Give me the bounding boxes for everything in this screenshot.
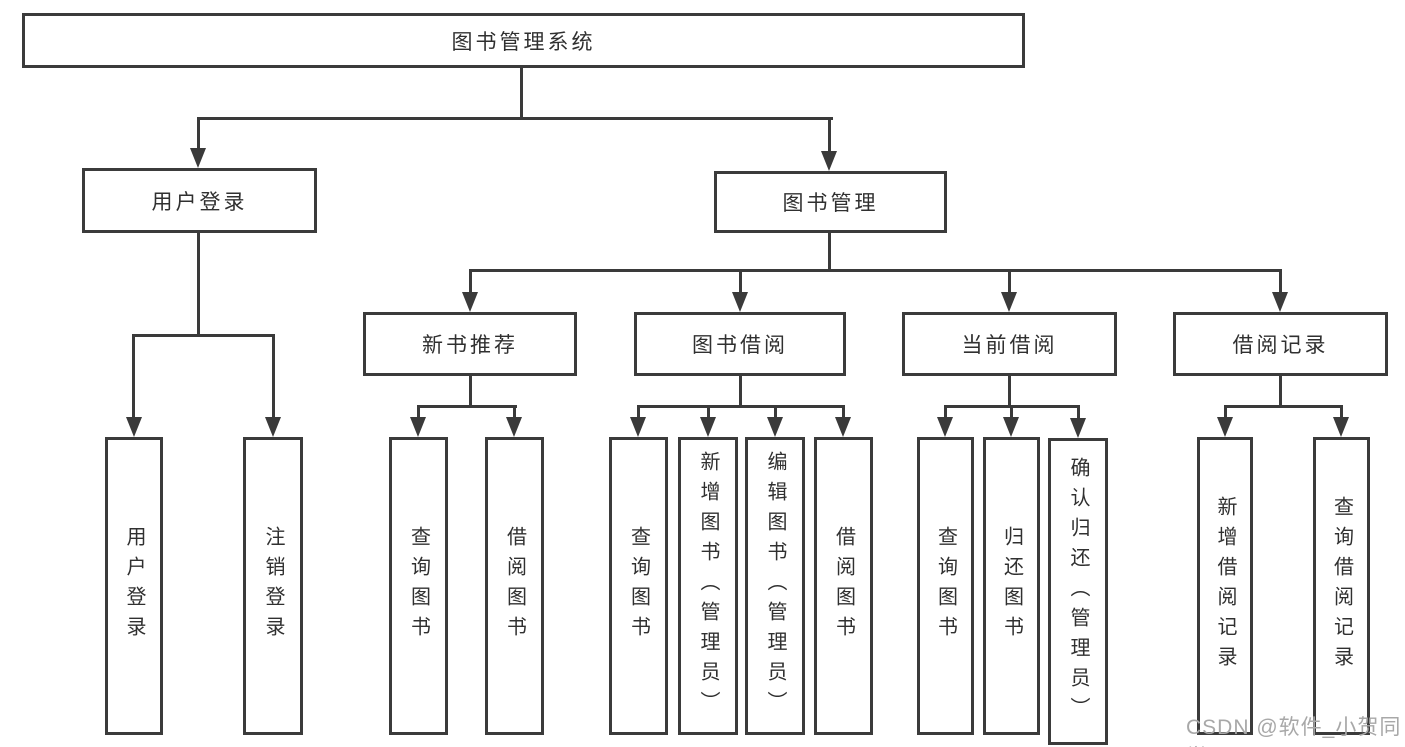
node-current-borrow: 当前借阅 [902,312,1117,376]
connector-stub [774,405,777,419]
connector-newbook-stem [469,376,472,408]
arrow-down-icon [630,417,646,437]
arrow-down-icon [265,417,281,437]
node-user-login: 用户登录 [82,168,317,233]
connector-user-login-stem [197,233,200,337]
connector-borrow-branch [637,405,845,408]
connector-current-stem [1008,376,1011,408]
leaf-query-borrow-record: 查询借阅记录 [1313,437,1370,735]
connector-book-mgmt-stem [828,233,831,272]
node-label: 图书管理 [782,192,879,215]
leaf-label: 归还图书 [1000,526,1023,646]
connector-stub [944,405,947,419]
arrow-down-icon [1001,292,1017,312]
connector-stub-book-mgmt [828,117,831,153]
connector-book-mgmt-branch [469,269,1282,272]
arrow-down-icon [506,417,522,437]
connector-stub [513,405,516,419]
arrow-down-icon [1333,417,1349,437]
connector-stub [1008,269,1011,295]
arrow-down-icon [1003,417,1019,437]
connector-stub [417,405,420,419]
connector-stub [132,334,135,418]
leaf-logout: 注销登录 [243,437,303,735]
leaf-label: 确认归还（管理员） [1067,456,1089,727]
connector-stub [1077,405,1080,420]
leaf-add-books-admin: 新增图书（管理员） [678,437,738,735]
connector-stub [1340,405,1343,419]
arrow-down-icon [821,151,837,171]
leaf-confirm-return-admin: 确认归还（管理员） [1048,438,1108,745]
leaf-query-books: 查询图书 [389,437,448,735]
leaf-label: 查询借阅记录 [1330,496,1353,676]
connector-root-stem [520,68,523,119]
leaf-label: 借阅图书 [503,526,526,646]
arrow-down-icon [190,148,206,168]
leaf-return-books: 归还图书 [983,437,1040,735]
connector-borrow-stem [739,376,742,408]
connector-stub [469,269,472,295]
watermark: CSDN @软件_小贺同学 [1186,716,1402,747]
arrow-down-icon [767,417,783,437]
leaf-label: 编辑图书（管理员） [764,451,786,721]
connector-stub [1224,405,1227,419]
leaf-label: 用户登录 [123,526,145,646]
connector-stub [739,269,742,295]
arrow-down-icon [462,292,478,312]
node-label: 新书推荐 [422,334,518,357]
leaf-label: 查询图书 [407,526,430,646]
node-root-label: 图书管理系统 [451,30,596,54]
arrow-down-icon [700,417,716,437]
leaf-label: 注销登录 [262,526,284,646]
connector-user-login-branch [132,334,275,337]
connector-newbook-branch [417,405,517,408]
connector-stub [1279,269,1282,295]
connector-stub [637,405,640,419]
connector-stub-user-login [197,117,200,150]
arrow-down-icon [1272,292,1288,312]
leaf-add-borrow-record: 新增借阅记录 [1197,437,1253,735]
leaf-borrow-books: 借阅图书 [814,437,873,735]
leaf-query-books: 查询图书 [609,437,668,735]
node-book-borrow: 图书借阅 [634,312,846,376]
leaf-edit-books-admin: 编辑图书（管理员） [745,437,805,735]
arrow-down-icon [732,292,748,312]
arrow-down-icon [937,417,953,437]
node-label: 用户登录 [151,190,248,214]
node-root: 图书管理系统 [22,13,1025,68]
connector-stub [707,405,710,419]
arrow-down-icon [410,417,426,437]
connector-root-branch [197,117,833,120]
arrow-down-icon [835,417,851,437]
node-new-book-recommend: 新书推荐 [363,312,577,376]
connector-stub [1010,405,1013,419]
arrow-down-icon [1070,418,1086,438]
connector-records-stem [1279,376,1282,408]
node-label: 当前借阅 [961,334,1058,357]
connector-stub [272,334,275,418]
leaf-borrow-books: 借阅图书 [485,437,544,735]
leaf-label: 新增图书（管理员） [697,451,719,721]
arrow-down-icon [1217,417,1233,437]
arrow-down-icon [126,417,142,437]
leaf-label: 借阅图书 [832,526,855,646]
leaf-label: 查询图书 [934,526,957,646]
node-label: 图书借阅 [692,334,788,357]
node-book-management: 图书管理 [714,171,947,233]
node-label: 借阅记录 [1232,334,1329,357]
connector-records-branch [1224,405,1343,408]
leaf-user-login: 用户登录 [105,437,163,735]
connector-stub [842,405,845,419]
node-borrow-records: 借阅记录 [1173,312,1388,376]
leaf-label: 查询图书 [627,526,650,646]
leaf-query-books: 查询图书 [917,437,974,735]
leaf-label: 新增借阅记录 [1214,496,1236,676]
